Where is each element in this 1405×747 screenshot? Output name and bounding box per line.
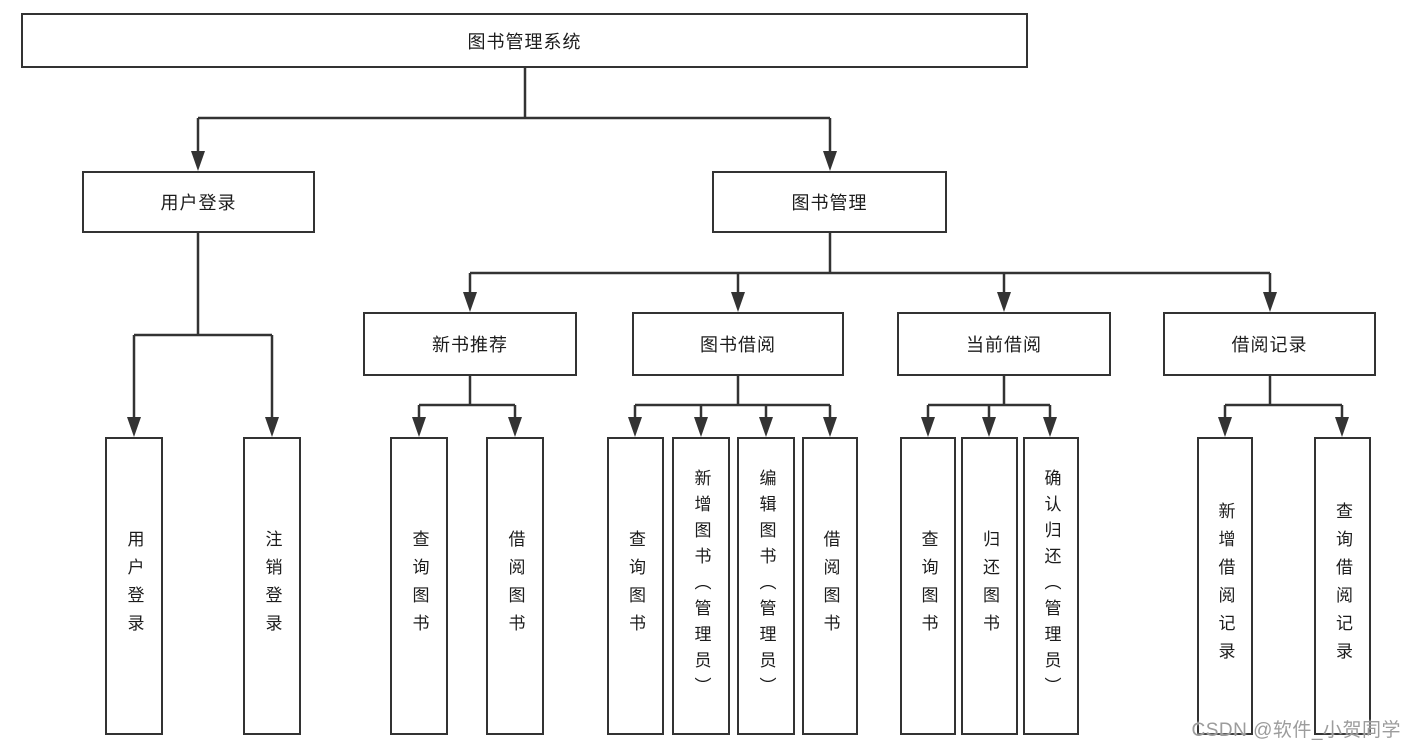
leaf-label: 借阅图书 [820, 530, 840, 642]
node-label: 图书借阅 [700, 335, 776, 355]
leaf-query-books-current: 查询图书 [900, 437, 956, 735]
csdn-watermark: CSDN @软件_小贺同学 [1191, 720, 1401, 741]
node-user-login: 用户登录 [82, 171, 315, 233]
leaf-user-login: 用户登录 [105, 437, 163, 735]
leaf-logout: 注销登录 [243, 437, 301, 735]
node-new-book-recommendation: 新书推荐 [363, 312, 577, 376]
leaf-label: 编辑图书（管理员） [756, 469, 776, 703]
leaf-confirm-return-admin: 确认归还（管理员） [1023, 437, 1079, 735]
leaf-label: 注销登录 [262, 530, 282, 642]
leaf-edit-books-admin: 编辑图书（管理员） [737, 437, 795, 735]
leaf-label: 查询图书 [409, 530, 429, 642]
leaf-query-borrow-record: 查询借阅记录 [1314, 437, 1371, 735]
connector-records-to-leaves [1223, 376, 1344, 418]
leaf-borrow-books: 借阅图书 [802, 437, 858, 735]
leaf-query-books-recommend: 查询图书 [390, 437, 448, 735]
leaf-label: 用户登录 [124, 530, 144, 642]
node-label: 图书管理系统 [467, 31, 582, 52]
leaf-label: 查询图书 [918, 530, 938, 642]
leaf-add-books-admin: 新增图书（管理员） [672, 437, 730, 735]
leaf-label: 查询图书 [626, 530, 645, 642]
connector-root-to-level2 [196, 68, 832, 152]
node-borrowing-records: 借阅记录 [1163, 312, 1376, 376]
node-label: 图书管理 [791, 193, 868, 213]
connector-currentborrow-to-leaves [926, 376, 1052, 418]
connector-borrowmgmt-to-leaves [633, 376, 832, 418]
node-current-borrowing: 当前借阅 [897, 312, 1111, 376]
leaf-label: 查询借阅记录 [1333, 502, 1352, 670]
node-label: 当前借阅 [966, 335, 1042, 355]
connector-userlogin-to-leaves [132, 233, 274, 417]
leaf-label: 新增图书（管理员） [691, 469, 711, 703]
leaf-return-books: 归还图书 [961, 437, 1018, 735]
node-label: 新书推荐 [432, 335, 508, 355]
leaf-add-borrow-record: 新增借阅记录 [1197, 437, 1253, 735]
node-label: 用户登录 [160, 193, 237, 213]
connector-bookmgmt-to-level3 [468, 233, 1272, 293]
node-label: 借阅记录 [1231, 335, 1308, 355]
node-book-borrowing: 图书借阅 [632, 312, 844, 376]
node-library-management-system: 图书管理系统 [21, 13, 1028, 68]
leaf-label: 借阅图书 [505, 530, 525, 642]
leaf-label: 新增借阅记录 [1215, 502, 1235, 670]
node-book-management: 图书管理 [712, 171, 947, 233]
leaf-label: 确认归还（管理员） [1041, 469, 1061, 703]
leaf-label: 归还图书 [980, 530, 999, 642]
arrowheads [127, 151, 1349, 437]
connector-newbook-to-leaves [417, 376, 517, 418]
leaf-borrow-books-recommend: 借阅图书 [486, 437, 544, 735]
leaf-query-books-borrow: 查询图书 [607, 437, 664, 735]
